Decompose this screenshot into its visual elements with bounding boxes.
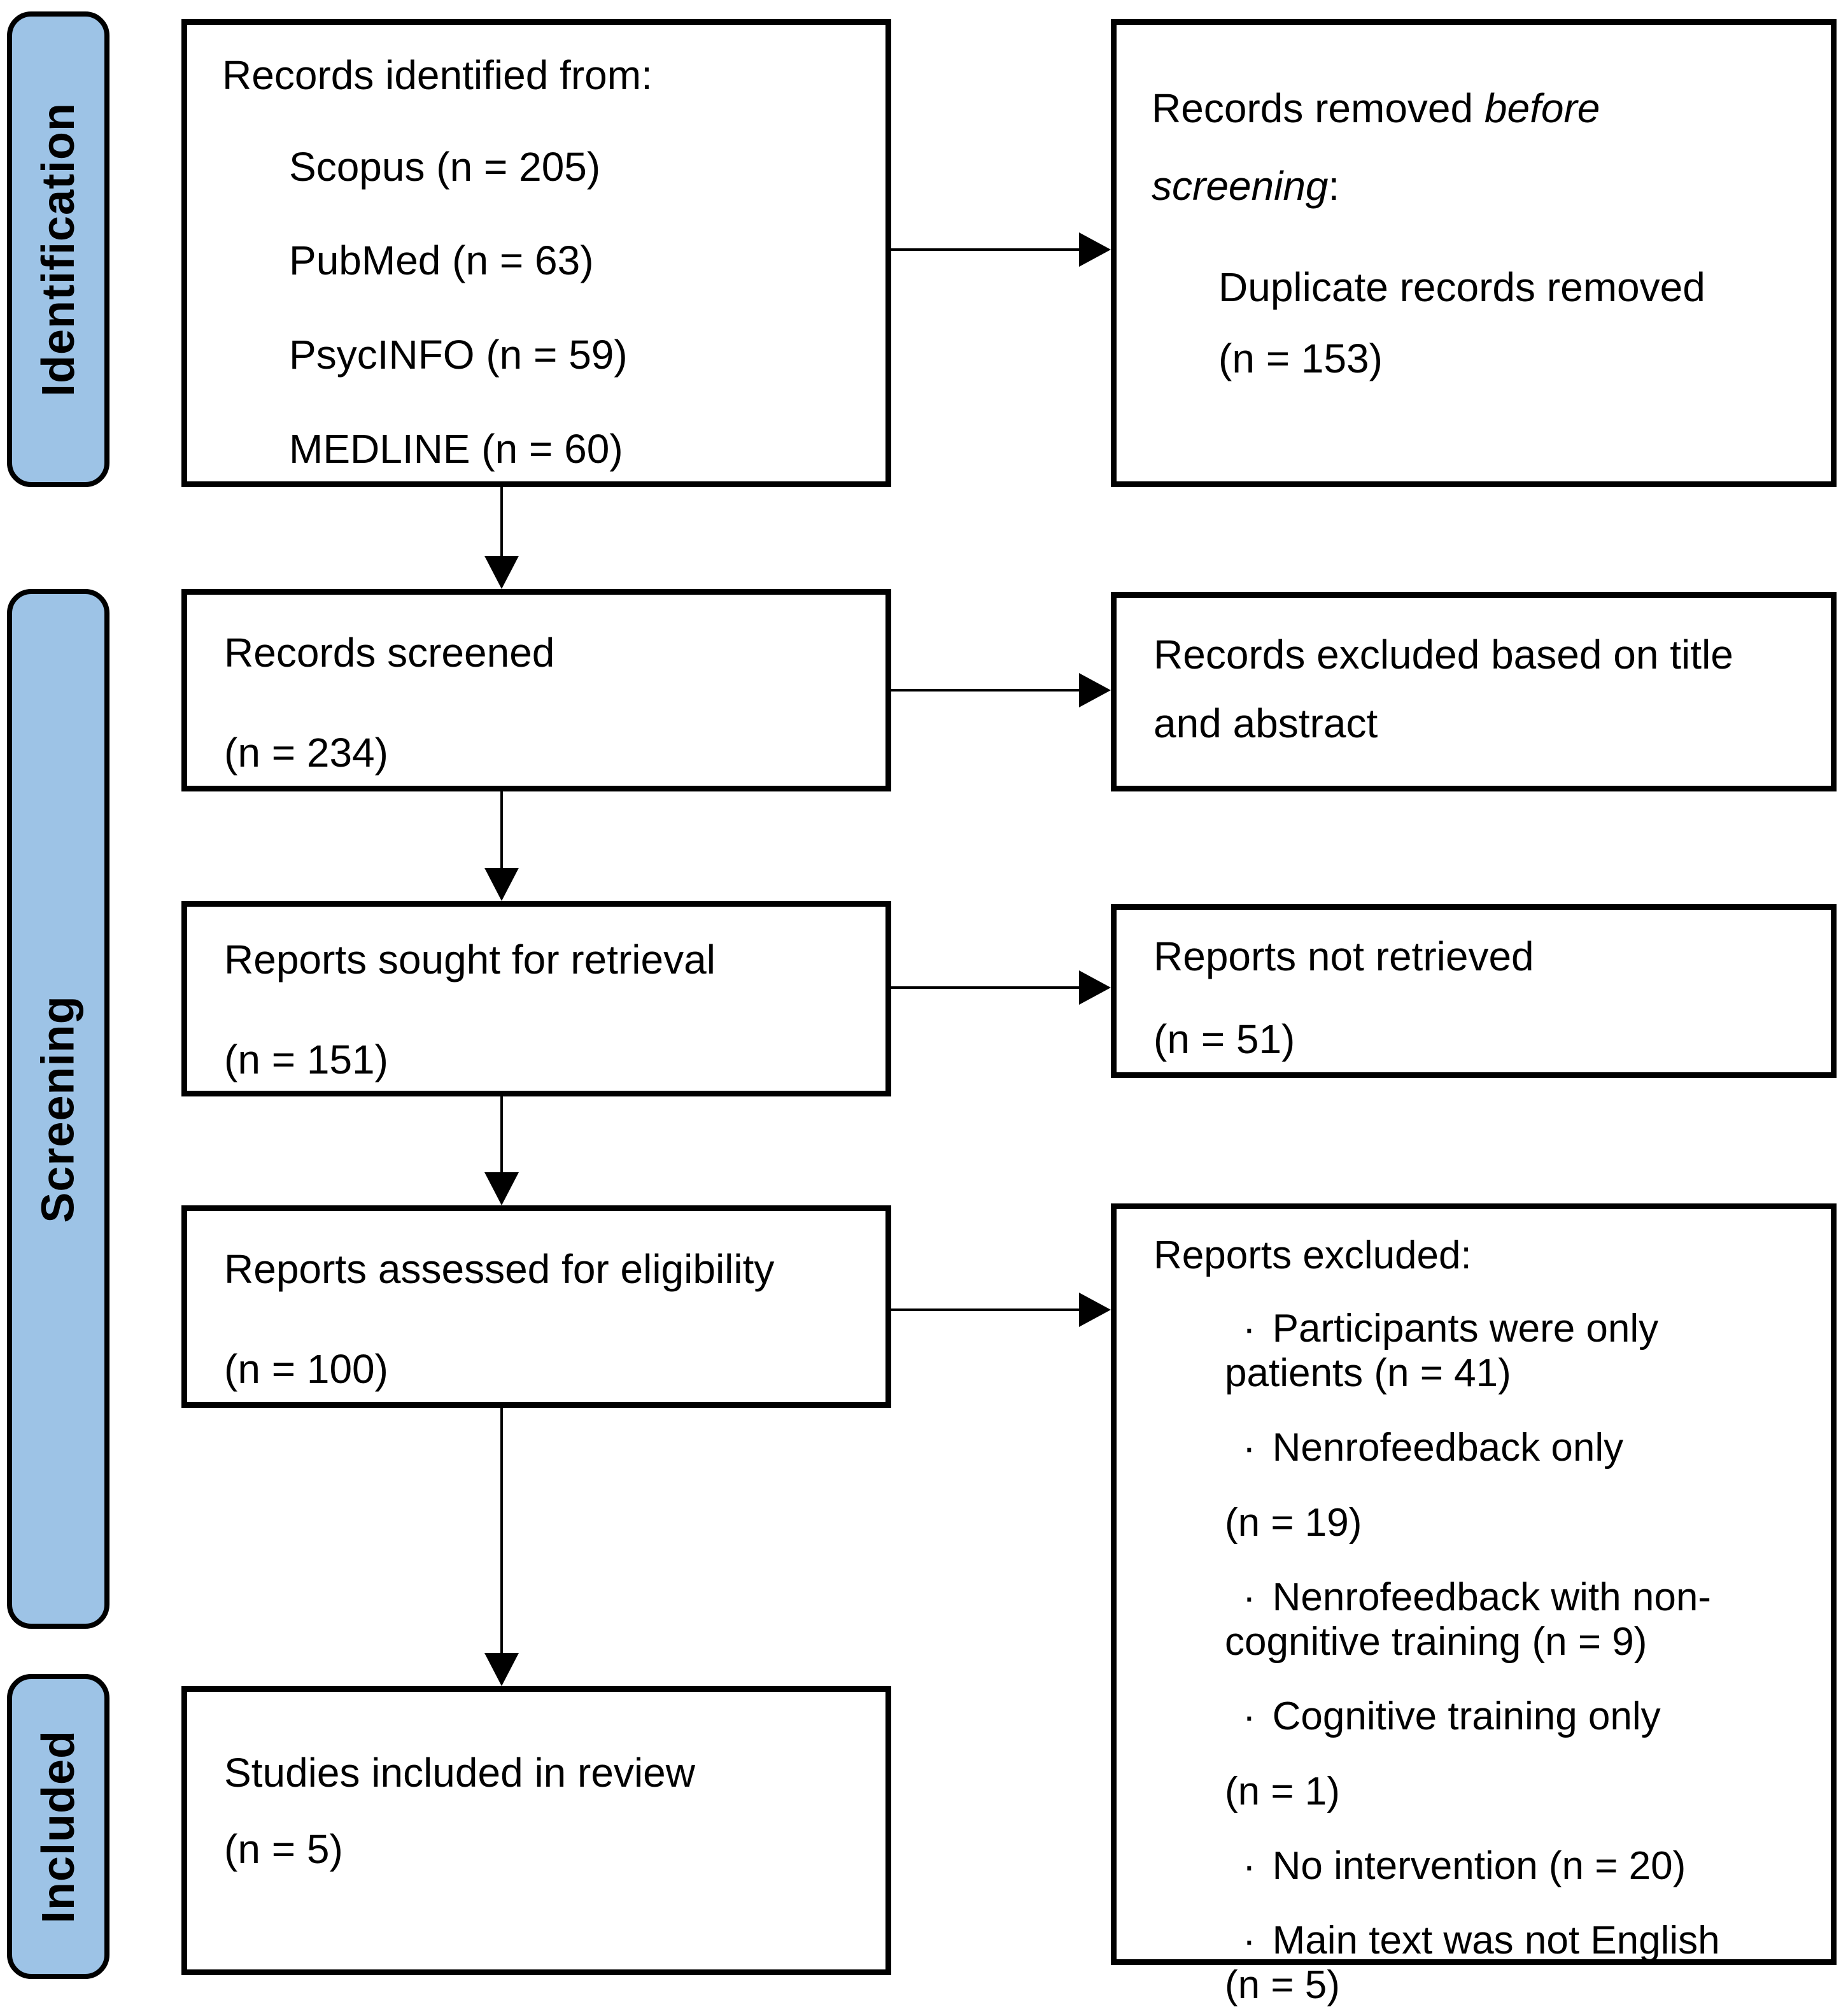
stage-label-screening-text: Screening: [32, 995, 84, 1223]
stage-label-included-text: Included: [32, 1729, 84, 1924]
arrow-identified-to-screened-head: [484, 556, 519, 589]
bullet-icon: ·: [1243, 1426, 1256, 1470]
box-reports-not-retrieved-count: (n = 51): [1153, 1016, 1295, 1062]
arrow-sought-to-notretrieved-head: [1079, 970, 1111, 1005]
excluded-reason-line: ·Nenrofeedback with non-: [1243, 1575, 1711, 1620]
excluded-reason-line: ·Cognitive training only: [1243, 1694, 1661, 1739]
box-reports-not-retrieved-title: Reports not retrieved: [1153, 933, 1534, 979]
database-item-medline: MEDLINE (n = 60): [289, 425, 623, 472]
arrow-sought-to-assessed-line: [500, 1096, 503, 1175]
excluded-reason-line: ·Participants were only: [1243, 1307, 1659, 1351]
box-records-removed-title-line1: Records removed before: [1152, 85, 1600, 131]
box-records-screened-count: (n = 234): [224, 729, 388, 776]
arrow-assessed-to-excluded-head: [1079, 1293, 1111, 1327]
arrow-screened-to-excluded-head: [1079, 673, 1111, 707]
box-studies-included: Studies included in review (n = 5): [181, 1686, 891, 1975]
arrow-sought-to-notretrieved-line: [891, 986, 1080, 989]
bullet-icon: ·: [1243, 1843, 1256, 1888]
arrow-assessed-to-included-head: [484, 1653, 519, 1686]
box-reports-not-retrieved: Reports not retrieved (n = 51): [1111, 904, 1837, 1078]
box-reports-assessed-count: (n = 100): [224, 1345, 388, 1392]
arrow-assessed-to-included-line: [500, 1408, 503, 1656]
box-records-excluded-line2: and abstract: [1153, 700, 1378, 746]
arrow-assessed-to-excluded-line: [891, 1308, 1080, 1311]
box-reports-excluded-title: Reports excluded:: [1153, 1233, 1472, 1277]
box-studies-included-title: Studies included in review: [224, 1750, 695, 1796]
database-item-scopus: Scopus (n = 205): [289, 143, 601, 190]
excluded-reason-line: ·Main text was not English: [1243, 1918, 1720, 1963]
duplicate-records-removed-count: (n = 153): [1218, 336, 1383, 382]
stage-label-included: Included: [7, 1674, 109, 1979]
arrow-screened-to-excluded-line: [891, 689, 1080, 691]
bullet-icon: ·: [1243, 1694, 1256, 1739]
box-studies-included-count: (n = 5): [224, 1826, 343, 1872]
excluded-reason-line: ·No intervention (n = 20): [1243, 1843, 1686, 1888]
stage-label-identification-text: Identification: [32, 102, 84, 397]
arrow-screened-to-sought-line: [500, 791, 503, 870]
box-reports-excluded-reasons: Reports excluded: ·Participants were onl…: [1111, 1203, 1837, 2007]
box-reports-sought: Reports sought for retrieval (n = 151): [181, 901, 891, 1096]
box-records-screened-title: Records screened: [224, 630, 555, 676]
arrow-screened-to-sought-head: [484, 868, 519, 901]
excluded-reason-line: cognitive training (n = 9): [1225, 1619, 1647, 1664]
excluded-reason-count: (n = 5): [1225, 1962, 1340, 2007]
box-reports-sought-count: (n = 151): [224, 1036, 388, 1082]
box-reports-sought-title: Reports sought for retrieval: [224, 937, 716, 982]
stage-label-screening: Screening: [7, 589, 109, 1629]
arrow-sought-to-assessed-head: [484, 1172, 519, 1205]
excluded-reason-count: (n = 1): [1225, 1769, 1340, 1813]
stage-label-identification: Identification: [7, 11, 109, 487]
excluded-reason-line: patients (n = 41): [1225, 1351, 1511, 1395]
bullet-icon: ·: [1243, 1918, 1256, 1963]
box-records-screened: Records screened (n = 234): [181, 589, 891, 791]
arrow-identified-to-removed-head: [1079, 232, 1111, 267]
bullet-icon: ·: [1243, 1307, 1256, 1351]
box-records-removed-title-line2: screening:: [1152, 162, 1340, 209]
arrow-identified-to-screened-line: [500, 487, 503, 558]
excluded-reason-line: ·Nenrofeedback only: [1243, 1426, 1624, 1470]
bullet-icon: ·: [1243, 1575, 1256, 1620]
box-reports-assessed: Reports assessed for eligibility (n = 10…: [181, 1205, 891, 1408]
box-records-removed-before-screening: Records removed before screening: Duplic…: [1111, 19, 1837, 487]
excluded-reason-count: (n = 19): [1225, 1500, 1362, 1545]
duplicate-records-removed-line: Duplicate records removed: [1218, 264, 1705, 311]
box-reports-assessed-title: Reports assessed for eligibility: [224, 1246, 775, 1292]
box-records-identified-title: Records identified from:: [222, 52, 652, 98]
box-records-excluded-line1: Records excluded based on title: [1153, 632, 1733, 677]
database-item-psycinfo: PsycINFO (n = 59): [289, 332, 628, 378]
box-records-excluded-title-abstract: Records excluded based on title and abst…: [1111, 592, 1837, 791]
arrow-identified-to-removed-line: [891, 248, 1080, 251]
box-records-identified: Records identified from: Scopus (n = 205…: [181, 19, 891, 487]
database-item-pubmed: PubMed (n = 63): [289, 238, 594, 284]
